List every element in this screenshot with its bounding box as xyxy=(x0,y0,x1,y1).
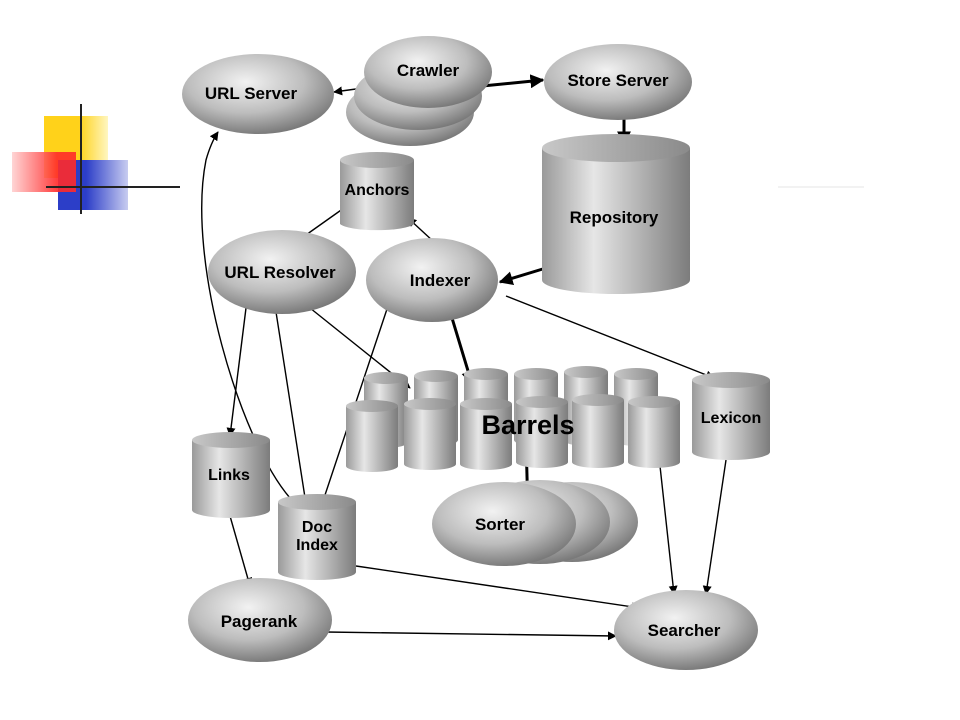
barrel-cylinder xyxy=(572,400,624,468)
doc-index-label-line2: Index xyxy=(296,537,338,554)
barrel-cylinder-top xyxy=(460,398,512,410)
node-store-server: Store Server xyxy=(544,44,692,120)
barrel-cylinder-top xyxy=(364,372,408,384)
indexer-label: Indexer xyxy=(410,271,471,290)
crawler-ellipse xyxy=(364,36,492,108)
sorter-label: Sorter xyxy=(475,515,525,534)
searcher-label: Searcher xyxy=(648,621,721,640)
edge-urlresolver-docindex xyxy=(275,311,310,505)
node-sorter: Sorter xyxy=(432,480,638,566)
edge-indexer-lexicon xyxy=(505,295,715,380)
anchors-top xyxy=(340,152,414,168)
url-server-ellipse xyxy=(182,54,334,134)
right-faint-rule xyxy=(778,186,864,188)
doc-index-top xyxy=(278,494,356,510)
edge-repository-indexer xyxy=(498,266,547,286)
barrel-cylinder-top xyxy=(514,368,558,380)
node-indexer: Indexer xyxy=(366,238,498,322)
url-resolver-label: URL Resolver xyxy=(224,263,336,282)
links-body xyxy=(192,440,270,518)
node-anchors: Anchors xyxy=(340,152,414,231)
barrel-cylinder-top xyxy=(404,398,456,410)
doc-index-label-line1: Doc xyxy=(302,519,332,536)
barrels-front-row xyxy=(346,394,680,472)
edge-links-pagerank xyxy=(229,515,253,587)
barrel-cylinder xyxy=(404,404,456,470)
barrel-cylinder-top xyxy=(516,396,568,408)
edge-lexicon-searcher xyxy=(702,459,727,595)
crawler-label: Crawler xyxy=(397,61,460,80)
barrel-cylinder-top xyxy=(346,400,398,412)
barrel-cylinder-top xyxy=(572,394,624,406)
node-repository: Repository xyxy=(542,134,690,294)
node-doc-index: Doc Index xyxy=(278,494,356,580)
corner-decoration xyxy=(0,0,200,230)
red-square xyxy=(12,152,76,192)
repository-top xyxy=(542,134,690,162)
indexer-ellipse xyxy=(366,238,498,322)
lexicon-body xyxy=(692,380,770,460)
barrel-cylinder xyxy=(516,402,568,468)
node-crawler: Crawler xyxy=(346,36,492,146)
barrel-cylinder-top xyxy=(614,368,658,380)
node-searcher: Searcher xyxy=(614,590,758,670)
edge-barrels-searcher xyxy=(659,465,678,595)
barrel-cylinder-top xyxy=(464,368,508,380)
sorter-ellipse xyxy=(432,482,576,566)
edge-docindex-searcher xyxy=(355,565,641,612)
barrels-label: Barrels xyxy=(481,410,574,440)
node-links: Links xyxy=(192,432,270,518)
store-server-ellipse xyxy=(544,44,692,120)
store-server-label: Store Server xyxy=(567,71,668,90)
doc-index-body xyxy=(278,502,356,580)
searcher-ellipse xyxy=(614,590,758,670)
anchors-body xyxy=(340,160,414,231)
pagerank-ellipse xyxy=(188,578,332,662)
edge-urlresolver-links xyxy=(226,307,247,437)
barrel-cylinder-top xyxy=(564,366,608,378)
node-url-resolver: URL Resolver xyxy=(208,230,356,314)
barrel-cylinder xyxy=(460,404,512,470)
node-pagerank: Pagerank xyxy=(188,578,332,662)
anchors-label: Anchors xyxy=(345,182,410,199)
node-url-server: URL Server xyxy=(182,54,334,134)
pagerank-label: Pagerank xyxy=(221,612,298,631)
url-server-label: URL Server xyxy=(205,84,298,103)
links-label: Links xyxy=(208,467,250,484)
lexicon-top xyxy=(692,372,770,388)
lexicon-label: Lexicon xyxy=(701,410,761,427)
node-barrels: Barrels xyxy=(346,366,680,472)
url-resolver-ellipse xyxy=(208,230,356,314)
barrel-cylinder-top xyxy=(414,370,458,382)
node-lexicon: Lexicon xyxy=(692,372,770,460)
edge-pagerank-searcher xyxy=(325,631,617,641)
horizontal-rule xyxy=(46,186,180,188)
barrel-cylinder-top xyxy=(628,396,680,408)
repository-label: Repository xyxy=(570,208,659,227)
vertical-rule xyxy=(80,104,82,214)
barrel-cylinder xyxy=(346,406,398,472)
barrel-cylinder xyxy=(628,402,680,468)
repository-body xyxy=(542,148,690,294)
links-top xyxy=(192,432,270,448)
